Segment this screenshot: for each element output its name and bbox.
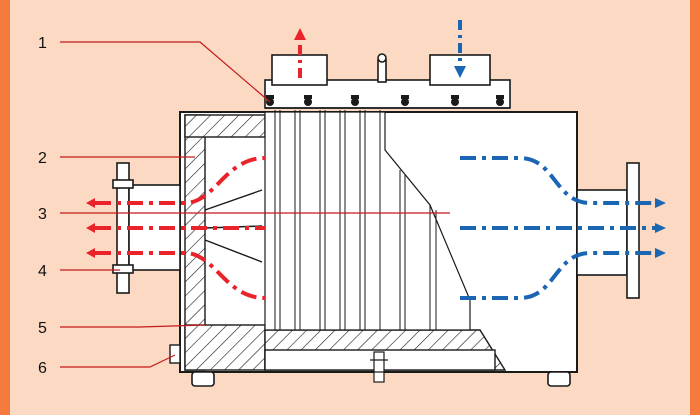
top-cold-inlet-arrow [454,20,466,78]
transition-flow [265,156,460,300]
callout-4: 4 [38,263,47,280]
callout-1: 1 [38,35,47,52]
callout-leaders [60,41,450,368]
heat-exchanger-diagram: 1 2 3 4 5 6 [38,20,666,387]
plate-lines [274,110,437,330]
side-fitting [169,344,181,364]
bottom-base [184,324,507,371]
right-flange [576,162,640,299]
feet [191,371,571,387]
callout-5: 5 [38,320,47,337]
left-wall [184,114,266,371]
cold-outlet-flow [460,156,655,300]
diagram-canvas: 1 2 3 4 5 6 [10,0,690,415]
plate-stack [264,111,471,331]
hot-inlet-flow [95,156,266,300]
top-bolts [266,95,504,106]
top-hot-outlet-arrow [294,28,306,78]
left-flange [112,162,181,294]
callout-3: 3 [38,206,47,223]
hot-arrowheads [86,198,95,258]
callout-2: 2 [38,150,47,167]
callout-6: 6 [38,360,47,377]
cold-arrowheads [655,198,666,258]
drain-bolt [370,351,388,383]
